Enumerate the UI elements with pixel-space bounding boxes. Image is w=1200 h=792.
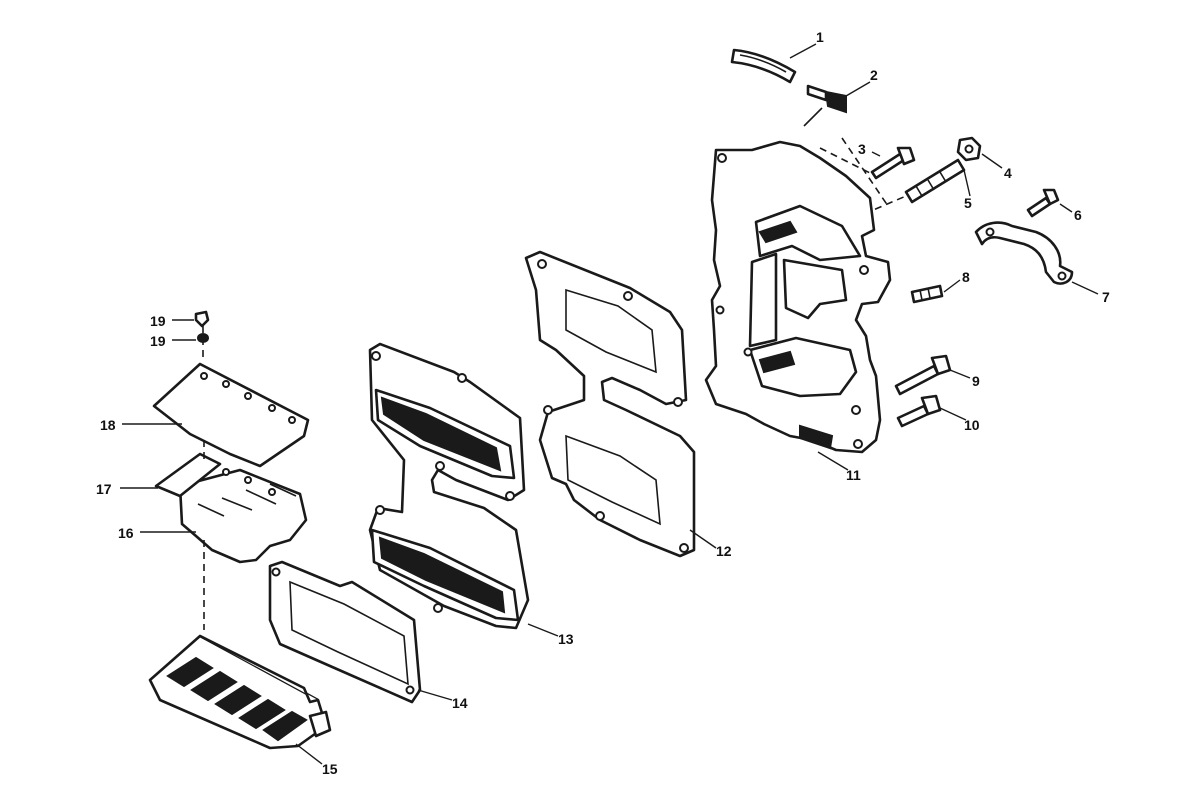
callout-13: 13 — [558, 631, 574, 647]
callout-14: 14 — [452, 695, 468, 711]
callout-6: 6 — [1074, 207, 1082, 223]
part-16-reeds — [178, 458, 308, 564]
callout-5: 5 — [964, 195, 972, 211]
callout-17: 17 — [96, 481, 112, 497]
callout-4: 4 — [1004, 165, 1012, 181]
part-11-adapter-plate — [704, 140, 892, 454]
leader-lines — [120, 43, 1099, 765]
callout-11: 11 — [846, 467, 861, 483]
callout-9: 9 — [972, 373, 980, 389]
part-19-screw-washer — [194, 310, 210, 343]
part-13-reed-housing — [368, 342, 530, 630]
part-17-reed-stop — [154, 452, 222, 498]
callouts: 1 2 3 4 5 6 7 8 9 10 11 12 13 14 15 16 1… — [96, 29, 1110, 777]
part-4-nut — [956, 136, 982, 162]
callout-2: 2 — [870, 67, 878, 83]
part-9-bolt — [894, 354, 952, 396]
callout-19-washer: 19 — [150, 333, 166, 349]
part-15-reed-block — [148, 634, 332, 750]
part-6-screw — [1026, 188, 1060, 218]
part-7-clamp — [974, 221, 1074, 285]
reed-block-ports — [166, 656, 308, 742]
part-18-reed-plate — [152, 362, 310, 468]
callout-12: 12 — [716, 543, 732, 559]
callout-3: 3 — [858, 141, 866, 157]
callout-7: 7 — [1102, 289, 1110, 305]
part-1-hose — [730, 48, 797, 84]
part-2-fitting — [803, 84, 847, 127]
callout-19-screw: 19 — [150, 313, 166, 329]
callout-18: 18 — [100, 417, 116, 433]
part-10-bolt — [896, 394, 942, 428]
part-3-screw — [819, 146, 916, 180]
callout-15: 15 — [322, 761, 338, 777]
callout-16: 16 — [118, 525, 134, 541]
assembly-dash-lines — [202, 137, 889, 630]
part-8-stud — [910, 284, 944, 304]
part-12-gasket — [524, 250, 696, 558]
callout-10: 10 — [964, 417, 980, 433]
callout-8: 8 — [962, 269, 970, 285]
callout-1: 1 — [816, 29, 824, 45]
